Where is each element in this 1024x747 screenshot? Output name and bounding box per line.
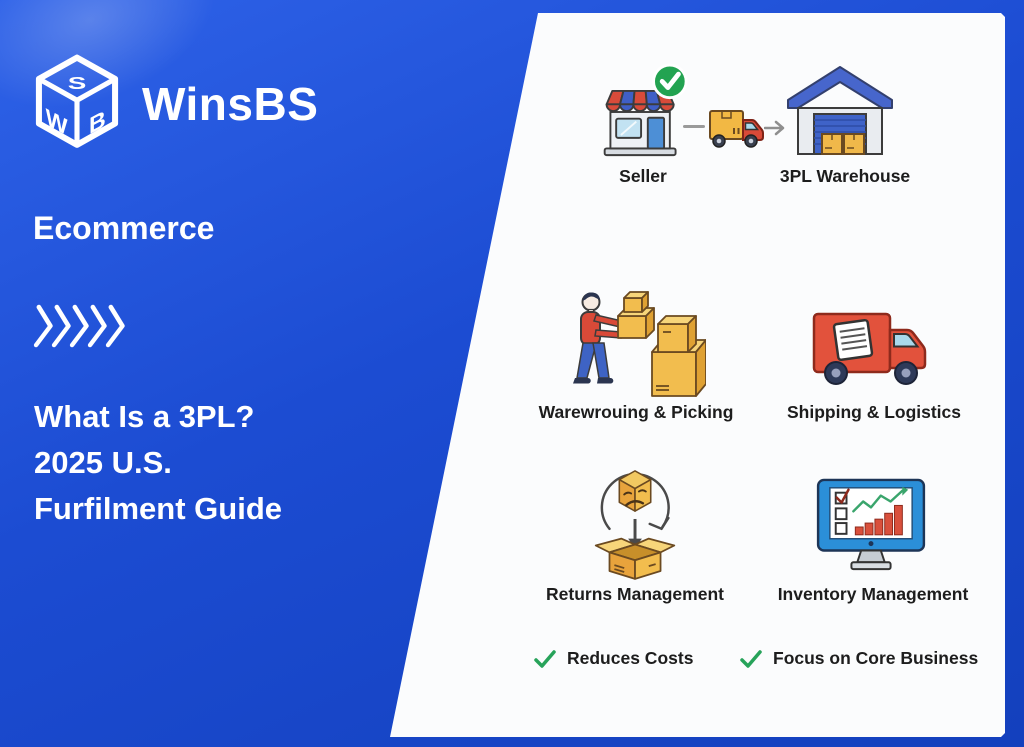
benefit-label: Focus on Core Business [773, 648, 979, 668]
flow-arrow-icon [764, 119, 790, 137]
headline-line-3: Furfilment Guide [34, 491, 282, 526]
svg-text:B: B [89, 106, 106, 140]
storefront-icon [597, 62, 689, 162]
headline-line-2: 2025 U.S. [34, 445, 172, 480]
brand-name: WinsBS [142, 78, 319, 130]
service-label-returns: Returns Management [546, 584, 724, 604]
svg-text:S: S [68, 73, 87, 92]
flow-warehouse-label: 3PL Warehouse [779, 166, 911, 186]
warehouse-icon [786, 64, 894, 160]
benefit-focus-core: Focus on Core Business [740, 648, 978, 669]
inventory-monitor-icon [815, 478, 927, 574]
service-label-warehousing: Warewrouing & Picking [538, 402, 734, 422]
tagline: Ecommerce [33, 210, 215, 246]
worker-stacking-boxes-icon [556, 286, 706, 402]
chevrons-right-icon [33, 304, 129, 348]
service-label-shipping: Shipping & Logistics [786, 402, 962, 422]
brand-logo-cube-icon: S W B [30, 52, 124, 156]
benefit-reduces-costs: Reduces Costs [534, 648, 693, 669]
checkmark-icon [534, 649, 556, 669]
brand-row: S W B WinsBS [30, 52, 318, 156]
headline-line-1: What Is a 3PL? [34, 399, 255, 434]
flow-seller-label: Seller [619, 166, 667, 186]
service-label-inventory: Inventory Management [777, 584, 969, 604]
benefit-label: Reduces Costs [567, 648, 694, 668]
returns-cycle-icon [582, 456, 690, 580]
connector-dash [683, 125, 705, 128]
checkmark-icon [740, 649, 762, 669]
svg-text:W: W [46, 105, 68, 142]
mini-truck-icon [708, 106, 766, 150]
headline: What Is a 3PL? 2025 U.S. Furfilment Guid… [34, 394, 394, 532]
shipping-truck-icon [810, 306, 930, 390]
